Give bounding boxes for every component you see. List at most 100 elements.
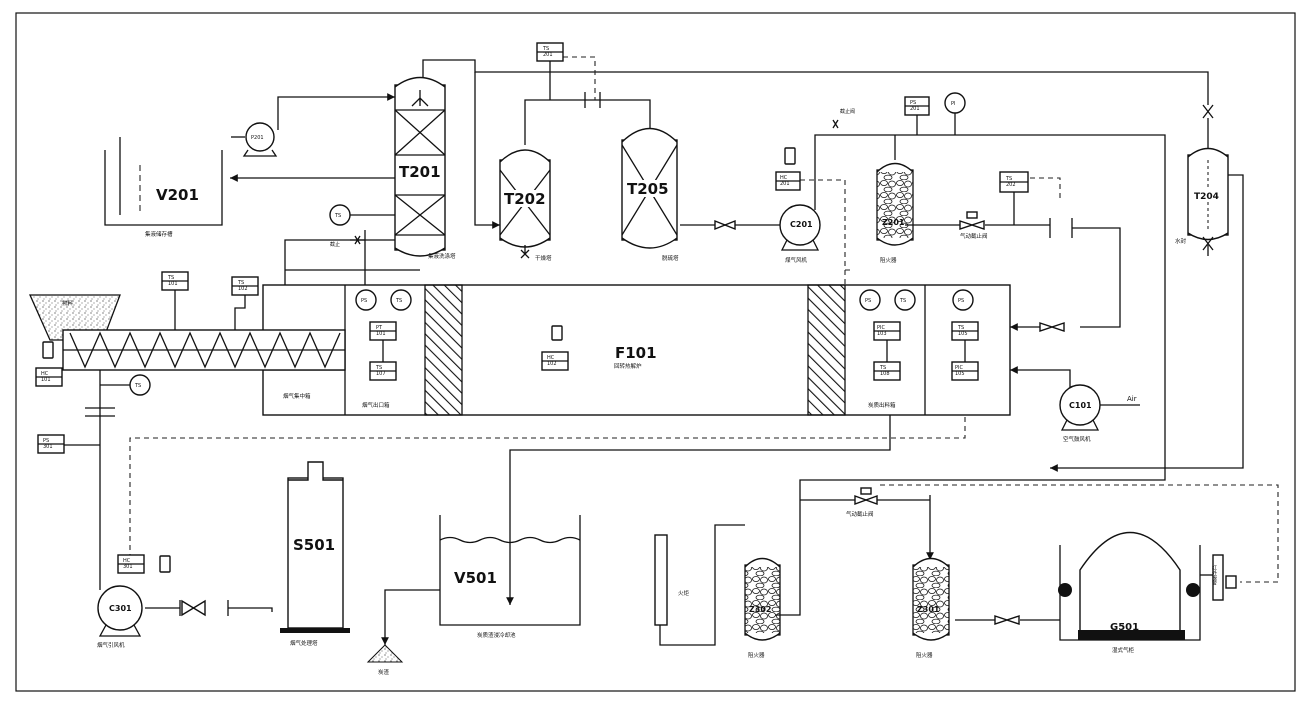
z201-tag: Z201	[882, 218, 905, 227]
ts-label-right: TS	[899, 298, 906, 304]
t205-tag: T205	[627, 180, 669, 198]
air-label: Air	[1127, 395, 1137, 403]
z301-label: 阻火器	[916, 651, 933, 659]
z301-tag: Z301	[917, 605, 940, 614]
gas-collect-label: 烟气集中箱	[283, 392, 311, 400]
column-t202: T202 干燥塔	[499, 149, 552, 262]
v201-tag: V201	[156, 186, 199, 204]
hand-switch-c301	[159, 555, 171, 573]
p201-tag: P201	[251, 135, 264, 141]
valve-small-label: 截止阀	[840, 108, 855, 115]
blower-c101: C101 空气鼓风机	[1059, 384, 1101, 443]
indicator-ts-collector: TS	[100, 374, 151, 396]
signal-lines	[129, 56, 1279, 583]
s501-label: 烟气处理塔	[290, 639, 318, 647]
infrared-label: 红外报警	[1211, 564, 1217, 586]
c201-tag: C201	[790, 220, 813, 229]
carbon-outlet-label: 炭质出料箱	[868, 401, 896, 409]
pool-v501: V501 炭质渣浸冷却池	[439, 515, 581, 639]
t204-tag: T204	[1194, 192, 1219, 202]
c301-label: 烟气引风机	[97, 641, 125, 649]
z201-label: 阻火器	[880, 256, 897, 264]
z302-tag: Z302	[749, 605, 772, 614]
c101-tag: C101	[1069, 401, 1092, 410]
t202-tag: T202	[504, 190, 546, 208]
s501-tag: S501	[293, 536, 335, 554]
ps-label-far: PS	[958, 298, 964, 304]
v501-label: 炭质渣浸冷却池	[477, 631, 516, 639]
fan-c201: C201 煤气风机	[779, 204, 821, 264]
t204-label: 水封	[1175, 237, 1187, 245]
indicator-pi: PI	[944, 92, 966, 135]
column-t205: T205 脱硫塔	[621, 127, 679, 262]
z302-label: 阻火器	[748, 651, 765, 659]
ps-label-right: PS	[865, 298, 871, 304]
hand-switch-feeder	[42, 341, 54, 359]
diagram-border	[15, 12, 1296, 692]
flame-arrester-z301: Z301 阻火器	[912, 557, 950, 659]
flame-arrester-z302: Z302 阻火器	[744, 557, 781, 659]
t205-label: 脱硫塔	[662, 254, 679, 262]
g501-label: 湿式气柜	[1112, 646, 1135, 654]
slag-pile: 炭渣	[366, 644, 404, 676]
pump-p201: P201	[242, 122, 278, 157]
ts-label: TS	[334, 213, 341, 219]
screw-conveyor	[62, 329, 346, 371]
hand-switch-f101	[551, 325, 563, 341]
t201-tag: T201	[399, 163, 441, 181]
fan-c301: C301 烟气引风机	[97, 585, 143, 649]
fuse-label: 截止	[330, 241, 340, 248]
flame-arrester-z201: Z201 阻火器	[876, 162, 914, 264]
torch: 火炬	[654, 534, 690, 626]
c101-label: 空气鼓风机	[1063, 435, 1091, 443]
gasholder-g501: G501 湿式气柜 红外报警	[1058, 532, 1237, 654]
water-seal-t204: T204 水封	[1175, 147, 1229, 245]
f101-label: 回转热解炉	[614, 362, 642, 370]
valve-gas2-label: 气动截止阀	[846, 510, 874, 518]
v201-label: 集液储存槽	[145, 230, 173, 238]
ps-label-left: PS	[361, 298, 367, 304]
c201-label: 煤气风机	[785, 256, 808, 264]
valve-gas-label: 气动截止阀	[960, 232, 988, 240]
hand-switch-c201	[784, 147, 796, 165]
t202-label: 干燥塔	[535, 254, 552, 262]
ts-label-collector: TS	[134, 383, 141, 389]
pi-label: PI	[951, 101, 956, 107]
slag-label: 炭渣	[378, 668, 390, 676]
column-t201: T201 集液洗涤塔	[394, 76, 456, 260]
indicator-ts: TS	[329, 204, 368, 226]
c301-tag: C301	[109, 604, 132, 613]
scrubber-s501: S501 烟气处理塔	[280, 461, 350, 647]
tank-v201: V201 集液储存槽	[104, 150, 223, 238]
f101-tag: F101	[615, 344, 657, 362]
v501-tag: V501	[454, 569, 497, 587]
t201-label: 集液洗涤塔	[428, 252, 456, 260]
